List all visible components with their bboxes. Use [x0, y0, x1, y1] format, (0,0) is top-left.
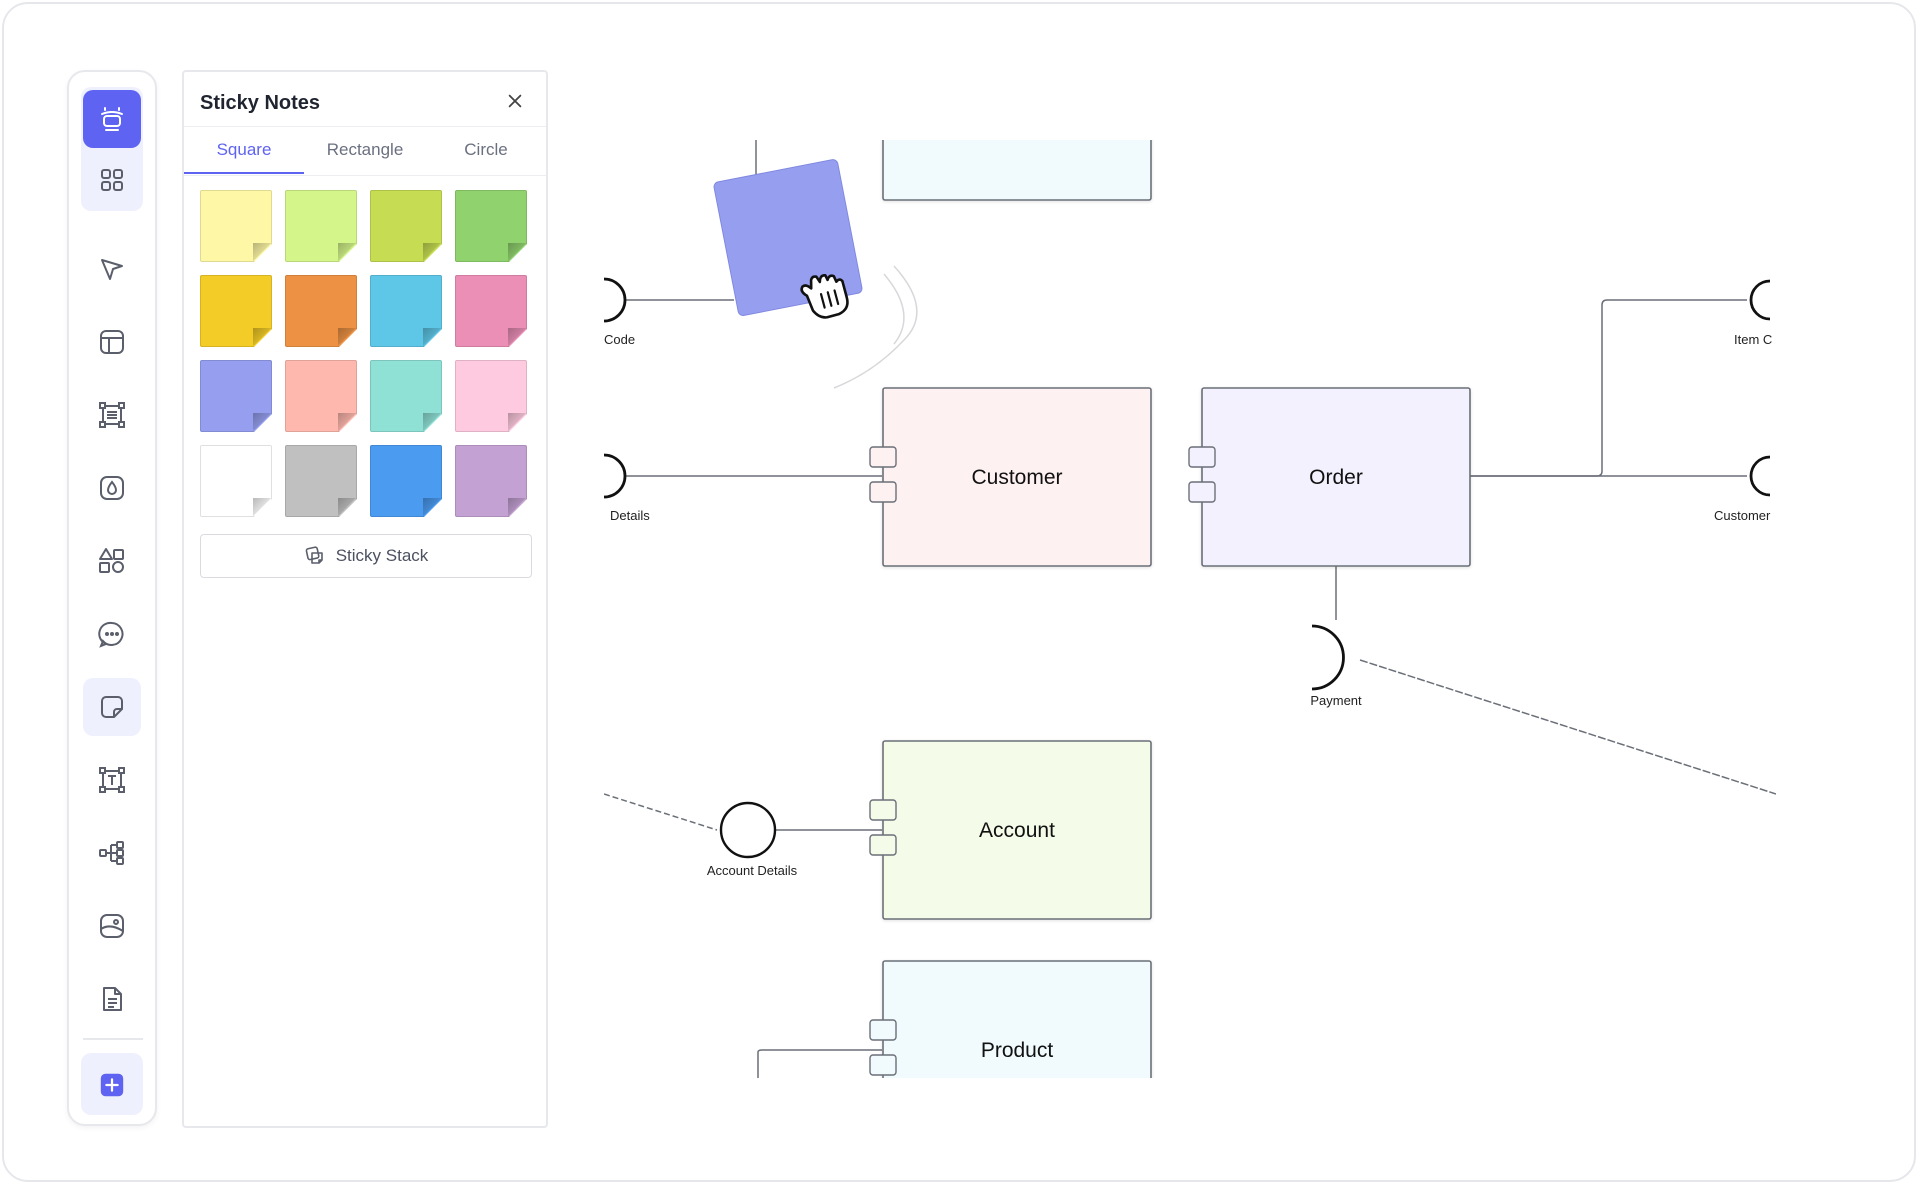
- toolbar-divider: [83, 1038, 143, 1040]
- image-icon: [100, 914, 124, 938]
- close-button[interactable]: [502, 88, 528, 114]
- sticky-notes-panel: Sticky Notes Square Rectangle Circle Sti…: [182, 70, 548, 1128]
- frame-tool-button[interactable]: [83, 386, 141, 444]
- sticky-swatch[interactable]: [285, 360, 357, 432]
- diagram-canvas[interactable]: Customer Order Account Product: [604, 140, 1776, 1078]
- drop-icon: [100, 476, 124, 500]
- layout-icon: [100, 330, 124, 354]
- interface-socket: [604, 453, 627, 499]
- shape-tabs: Square Rectangle Circle: [184, 126, 546, 176]
- sticky-swatch[interactable]: [370, 275, 442, 347]
- select-tool-button[interactable]: [83, 240, 141, 298]
- component-customer[interactable]: Customer: [869, 387, 1152, 567]
- swatch-fold: [338, 413, 356, 431]
- interface-socket-payment: [1311, 624, 1345, 691]
- tab-rectangle[interactable]: Rectangle: [326, 140, 404, 159]
- document-icon: [103, 987, 122, 1011]
- layout-tool-button[interactable]: [83, 313, 141, 371]
- shapes-icon: [99, 548, 124, 573]
- interface-lollipop[interactable]: [719, 801, 777, 859]
- swatch-fold: [338, 498, 356, 516]
- swatch-fold: [508, 328, 526, 346]
- swatch-fold: [423, 328, 441, 346]
- swatch-fold: [423, 413, 441, 431]
- sticky-stack-icon: [305, 546, 323, 564]
- swatch-fold: [253, 413, 271, 431]
- text-tool-button[interactable]: [83, 751, 141, 809]
- add-icon: [100, 1073, 124, 1097]
- swatch-fold: [508, 243, 526, 261]
- image-tool-button[interactable]: [83, 897, 141, 955]
- comment-icon: [98, 621, 124, 648]
- interface-label: Account Details: [707, 863, 798, 878]
- interface-socket: [604, 277, 627, 323]
- panel-title: Sticky Notes: [200, 92, 321, 114]
- swatch-fold: [253, 328, 271, 346]
- sticky-swatch[interactable]: [455, 190, 527, 262]
- document-tool-button[interactable]: [83, 970, 141, 1028]
- component-label: Account: [979, 819, 1055, 842]
- sticky-swatch[interactable]: [285, 275, 357, 347]
- component-account[interactable]: Account: [869, 740, 1152, 920]
- sticky-note-icon: [101, 696, 123, 718]
- component-label: Customer: [971, 466, 1062, 489]
- sticky-note-tool-button[interactable]: [83, 678, 141, 736]
- interface-label: Customer: [1714, 508, 1771, 523]
- grab-hand-icon: [800, 273, 849, 319]
- interface-socket: [1749, 455, 1771, 497]
- sticky-swatch[interactable]: [455, 445, 527, 517]
- frame-text-icon: [99, 402, 125, 428]
- interface-label: Item C: [1734, 332, 1772, 347]
- close-icon: [508, 94, 522, 108]
- mind-map-icon: [99, 841, 124, 865]
- sticky-swatch-grid: [200, 190, 540, 520]
- swatch-fold: [338, 328, 356, 346]
- interface-label: Code: [604, 332, 635, 347]
- swatch-fold: [423, 498, 441, 516]
- sticky-swatch[interactable]: [285, 190, 357, 262]
- uml-diagram: Customer Order Account Product: [604, 140, 1776, 1078]
- tab-square[interactable]: Square: [184, 127, 304, 174]
- swatch-fold: [253, 498, 271, 516]
- text-box-icon: [99, 767, 125, 793]
- apps-grid-icon: [101, 169, 123, 191]
- swatch-fold: [423, 243, 441, 261]
- color-tool-button[interactable]: [83, 459, 141, 517]
- swatch-fold: [253, 243, 271, 261]
- shapes-tool-button[interactable]: [83, 532, 141, 590]
- component-top[interactable]: [882, 140, 1152, 201]
- sticky-swatch[interactable]: [455, 275, 527, 347]
- pointer-icon: [101, 259, 123, 280]
- swatch-fold: [338, 243, 356, 261]
- sticky-swatch[interactable]: [455, 360, 527, 432]
- sticky-stack-icon: [101, 107, 123, 131]
- sticky-stack-label: Sticky Stack: [335, 546, 429, 565]
- comment-tool-button[interactable]: [83, 605, 141, 663]
- sticky-swatch[interactable]: [200, 445, 272, 517]
- swatch-fold: [508, 413, 526, 431]
- sticky-swatch[interactable]: [370, 360, 442, 432]
- add-button[interactable]: [85, 1058, 139, 1112]
- swatch-fold: [508, 498, 526, 516]
- mind-map-tool-button[interactable]: [83, 824, 141, 882]
- component-label: Order: [1309, 466, 1363, 489]
- sticky-swatch[interactable]: [200, 275, 272, 347]
- sticky-swatch[interactable]: [200, 360, 272, 432]
- component-order[interactable]: Order: [1188, 387, 1471, 567]
- interface-label: Details: [610, 508, 650, 523]
- component-label: Product: [981, 1039, 1054, 1062]
- apps-tool-button[interactable]: [83, 151, 141, 209]
- sticky-stack-button[interactable]: Sticky Stack: [200, 534, 532, 578]
- sticky-swatch[interactable]: [370, 445, 442, 517]
- interface-socket: [1749, 279, 1771, 321]
- sticky-swatch[interactable]: [285, 445, 357, 517]
- sticky-swatch[interactable]: [370, 190, 442, 262]
- left-toolbar: [67, 70, 157, 1126]
- interface-label: Payment: [1310, 693, 1362, 708]
- tab-circle[interactable]: Circle: [464, 140, 508, 159]
- component-product[interactable]: Product: [869, 960, 1152, 1078]
- sticky-stack-tool-button[interactable]: [83, 90, 141, 148]
- sticky-swatch[interactable]: [200, 190, 272, 262]
